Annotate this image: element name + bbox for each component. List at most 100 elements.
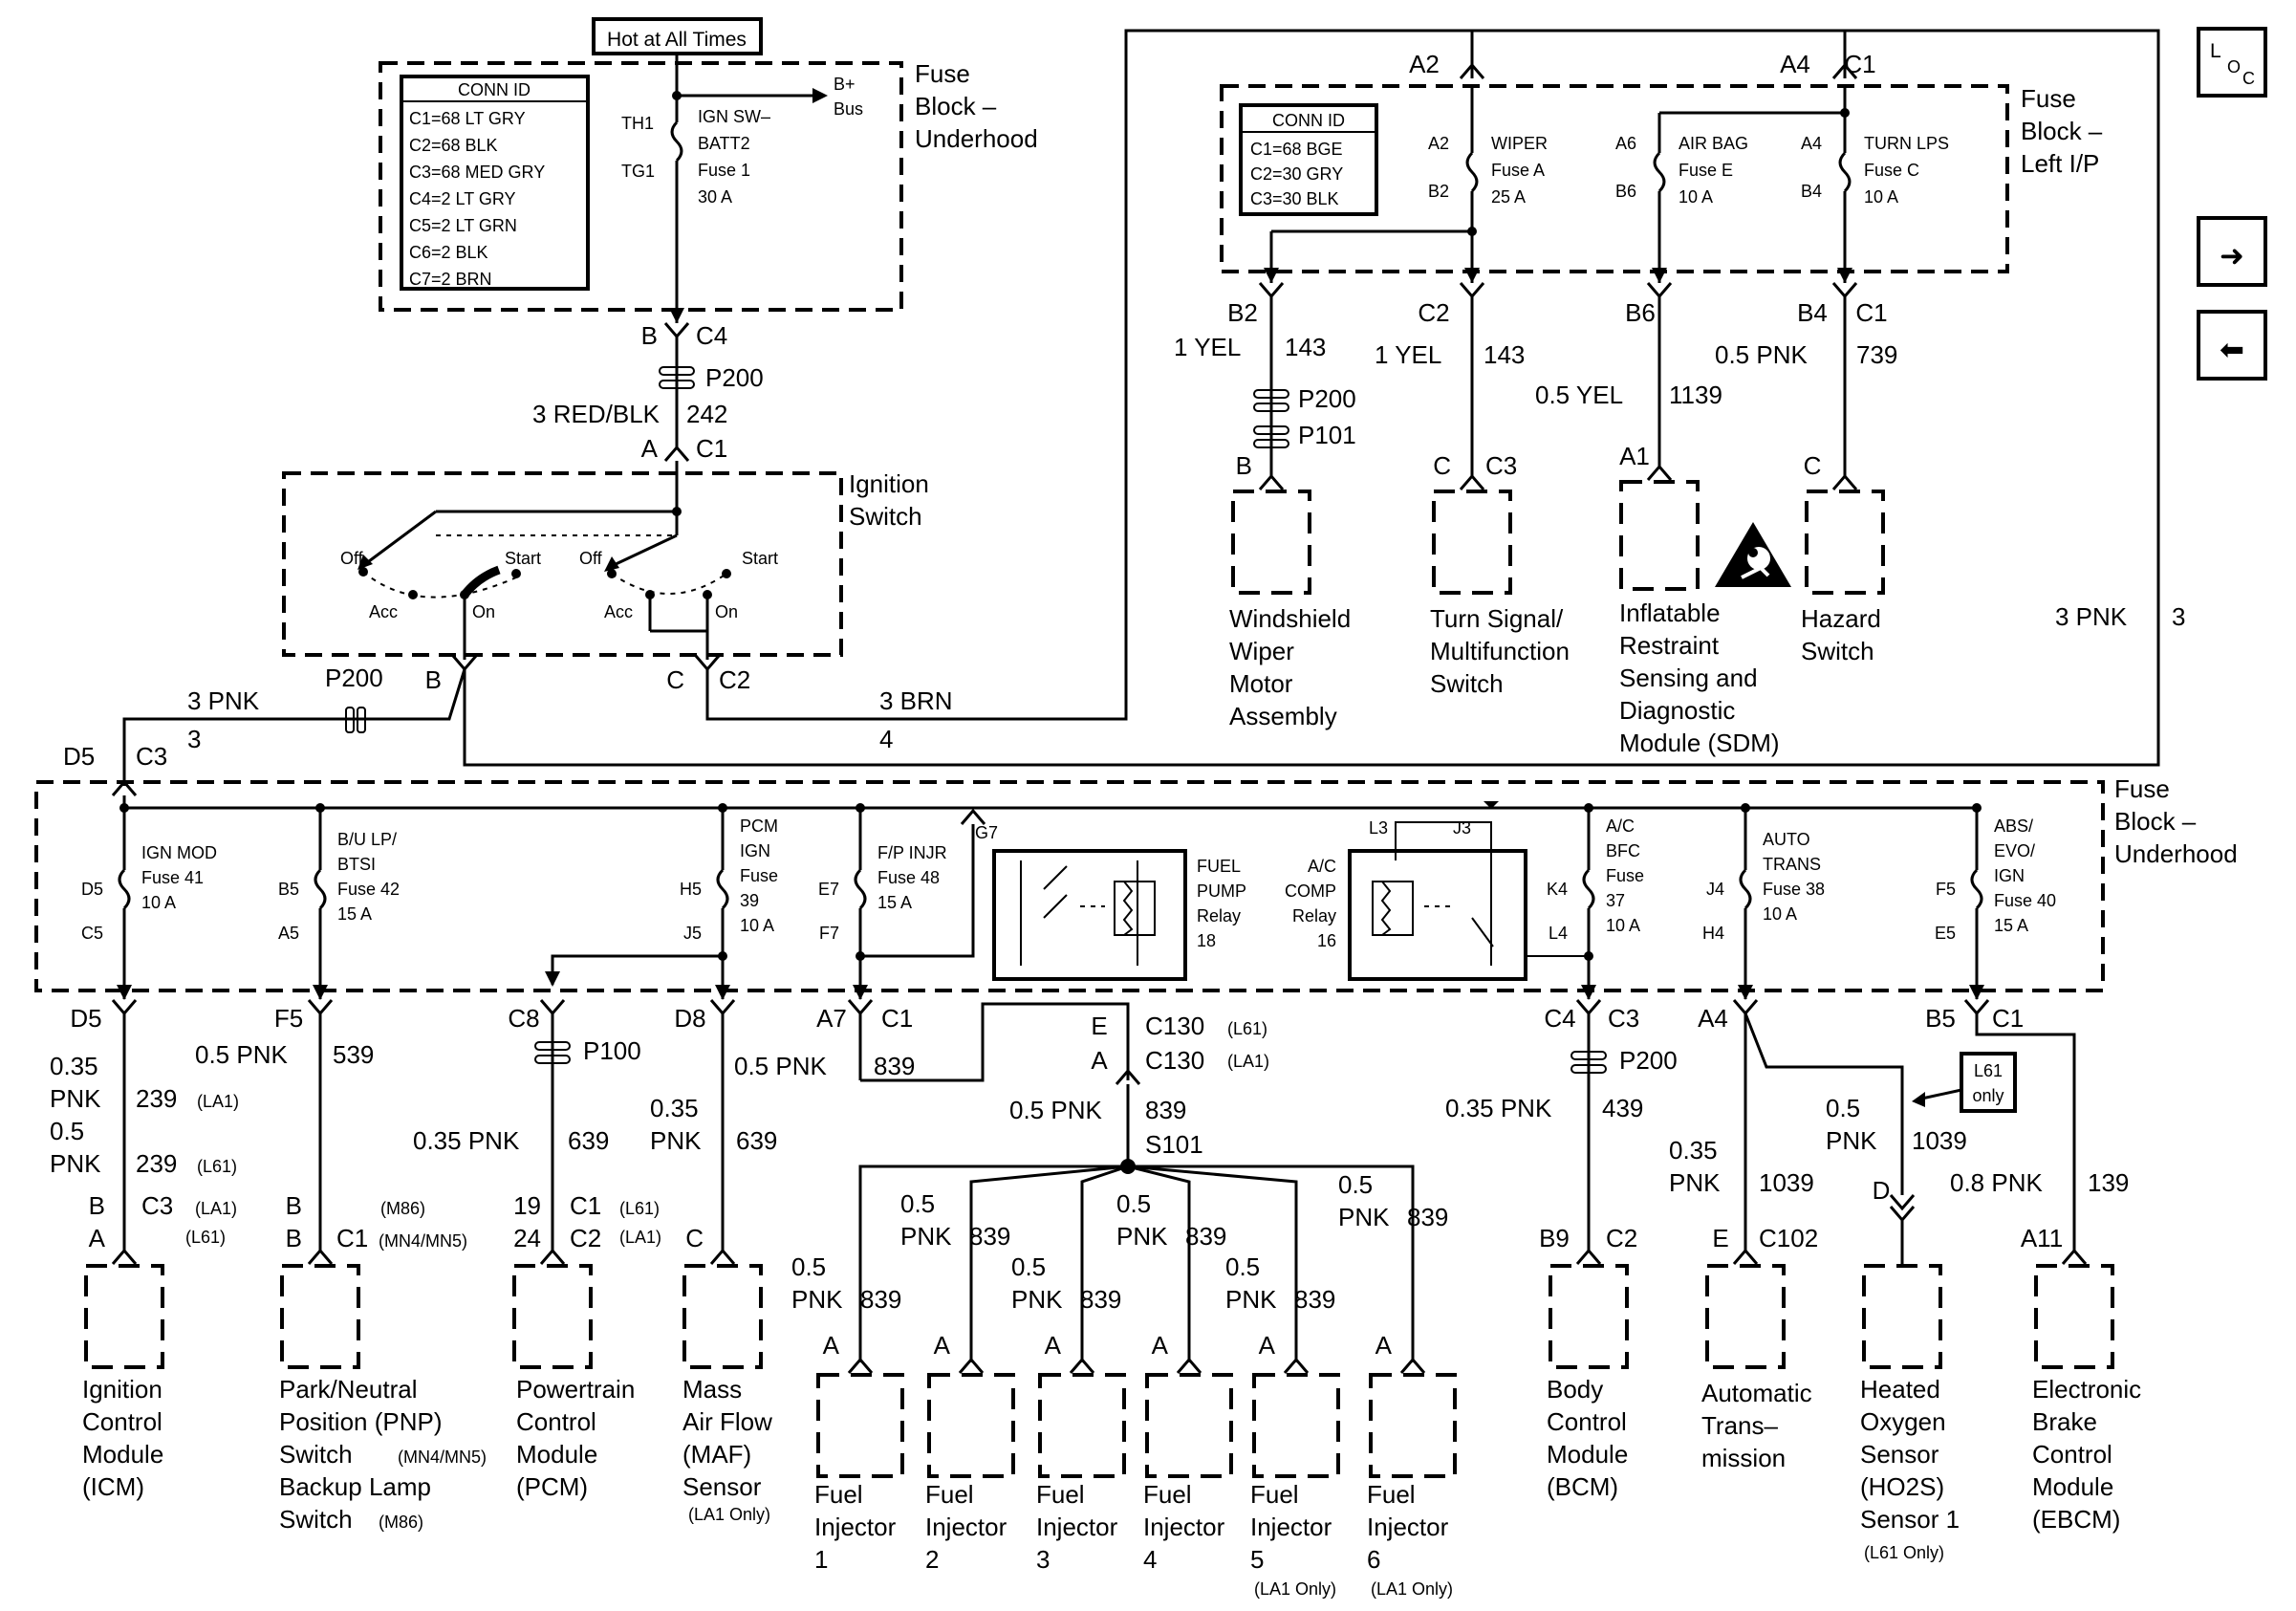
locator-button[interactable] [2197, 27, 2267, 98]
load-name: Injector [1143, 1513, 1225, 1541]
device-pin: C [1804, 451, 1822, 480]
load-name: Control [516, 1407, 596, 1436]
conn-id-box-ip [1239, 103, 1378, 216]
fuse-label: Fuse [740, 866, 778, 885]
load-name: 3 [1036, 1545, 1050, 1574]
load-name: Injector [1036, 1513, 1118, 1541]
wire-color: 0.5 [50, 1117, 84, 1145]
fuse-label: 10 A [1763, 904, 1797, 924]
load-name: Module [516, 1440, 597, 1469]
device-pin: A11 [2021, 1224, 2063, 1252]
device-pin: 19 [513, 1191, 541, 1220]
fuse-top-pin: B5 [278, 880, 299, 899]
wire-color: 1 YEL [1174, 333, 1241, 361]
ip-loads: B2 1 YEL 143 P200 P101 B Windshield Wipe… [1174, 282, 1897, 757]
load-name: Windshield [1229, 604, 1351, 633]
load-name: Module [1547, 1440, 1628, 1469]
device-pin: C [685, 1224, 704, 1252]
load-name: (EBCM) [2032, 1505, 2120, 1534]
fuse-bottom-pin: B6 [1615, 182, 1636, 201]
device-conn: C3 [141, 1191, 173, 1220]
ip-load-pin: B6 [1625, 298, 1656, 327]
load-name: Switch [279, 1505, 353, 1534]
wire-color: 0.35 PNK [1445, 1094, 1552, 1122]
wire-color: 0.5 YEL [1535, 381, 1623, 409]
pnp-switch [280, 1264, 360, 1369]
device-pin: B [89, 1191, 105, 1220]
relay-label: 18 [1197, 931, 1216, 950]
fuse-block-left-ip: A2 A4 C1 Fuse Block – Left I/P CONN ID C… [1220, 31, 2103, 283]
option-code: (L61) [197, 1157, 237, 1176]
start-label: Start [742, 549, 778, 568]
device-pin: C [1433, 451, 1451, 480]
load-name: Fuel [1250, 1480, 1299, 1509]
wire-242: B C4 P200 3 RED/BLK 242 A C1 [532, 321, 764, 463]
bplus-label: Bus [834, 99, 863, 119]
fuse-label: BATT2 [698, 134, 750, 153]
fuse-label: 10 A [1864, 187, 1898, 207]
load-name: Body [1547, 1375, 1603, 1404]
fuse-icon [1838, 151, 1852, 193]
circuit-number: 139 [2088, 1168, 2129, 1197]
fuse-label: WIPER [1491, 134, 1548, 153]
relay-label: Relay [1197, 906, 1241, 925]
ip-load-conn: C1 [1855, 298, 1887, 327]
load-name: Fuel [814, 1480, 863, 1509]
device-pin: B [286, 1224, 302, 1252]
device-pin: B [286, 1191, 302, 1220]
circuit-number: 839 [1185, 1222, 1226, 1251]
fuse-label: Fuse 48 [877, 868, 940, 887]
device-conn: C2 [570, 1224, 601, 1252]
connector-label: C1 [1992, 1004, 2024, 1033]
fuse-top-pin: J4 [1706, 880, 1724, 899]
device-conn: C1 [570, 1191, 601, 1220]
off-label: Off [340, 549, 364, 568]
conn-c1: C1 [696, 434, 727, 463]
ign-switch-title: Switch [849, 502, 922, 531]
load-name: 5 [1250, 1545, 1264, 1574]
fuse-block-title-2: Block – [915, 92, 997, 120]
conn-id-line: C2=30 GRY [1250, 164, 1343, 184]
device-pin: B9 [1539, 1224, 1570, 1252]
circuit-number: 143 [1484, 340, 1525, 369]
load-name: Diagnostic [1619, 696, 1735, 725]
load-name: Sensor [682, 1472, 762, 1501]
fuse-label: A/C [1606, 816, 1635, 836]
load-name: Multifunction [1430, 637, 1570, 665]
load-name: Injector [925, 1513, 1007, 1541]
next-page-button[interactable] [2197, 216, 2267, 287]
circuit-number: 439 [1602, 1094, 1643, 1122]
conn-id-title: CONN ID [1272, 111, 1345, 130]
option-code: (M86) [380, 1199, 425, 1218]
fuel-injector-1 [816, 1373, 904, 1478]
prev-page-button[interactable] [2197, 310, 2267, 381]
load-name: Powertrain [516, 1375, 635, 1404]
wire-color: 0.5 PNK [1009, 1096, 1102, 1124]
wire-color: 3 RED/BLK [532, 400, 661, 428]
circuit-number: 1139 [1669, 381, 1722, 409]
fuel-pump-relay [992, 849, 1187, 981]
pin-label: A [1091, 1046, 1108, 1075]
load-name: Module (SDM) [1619, 729, 1780, 757]
wire-color: PNK [1011, 1285, 1063, 1314]
conn-id-line: C5=2 LT GRN [409, 216, 517, 235]
wire-color: 0.5 [791, 1252, 826, 1281]
fuse-bottom-pin: F7 [819, 924, 839, 943]
fuse-label: 30 A [698, 187, 732, 207]
acc-label: Acc [604, 602, 633, 621]
wire-color: 0.5 [1116, 1189, 1151, 1218]
sdm-module [1619, 480, 1700, 591]
option-code: (LA1 Only) [688, 1505, 770, 1524]
device-pin: A [823, 1331, 840, 1360]
fuse-icon [1970, 868, 1983, 910]
load-name: (PCM) [516, 1472, 588, 1501]
fuse-block-lower-outline [34, 780, 2105, 992]
wire-color: PNK [1338, 1203, 1390, 1231]
body-control-module [1549, 1264, 1629, 1369]
load-name: Heated [1860, 1375, 1940, 1404]
load-name: Fuel [925, 1480, 974, 1509]
circuit-number: 839 [1080, 1285, 1121, 1314]
load-name: 1 [814, 1545, 828, 1574]
fuse-label: 10 A [1606, 916, 1640, 935]
